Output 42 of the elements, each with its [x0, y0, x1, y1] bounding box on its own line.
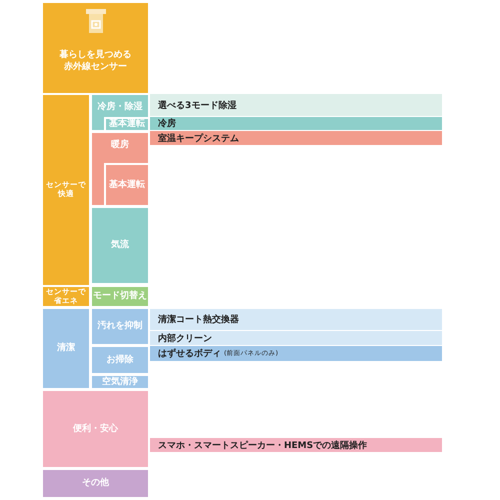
- category-text: 基本運転: [109, 178, 145, 192]
- category-panel: [43, 470, 148, 497]
- subcategory-panel: [104, 117, 148, 130]
- feature-bar: [150, 346, 442, 361]
- category-text: 汚れを抑制: [98, 320, 142, 333]
- subcategory-panel: [92, 309, 148, 344]
- subcategory-panel: [92, 376, 148, 388]
- category-text: 便利・安心: [73, 422, 118, 436]
- subcategory-panel: [92, 95, 148, 130]
- subcategory-panel: [92, 347, 148, 373]
- category-text: 暖房: [111, 139, 129, 152]
- category-text: モード切替え: [93, 290, 147, 303]
- category-panel: [43, 309, 89, 388]
- category-text: お掃除: [106, 354, 134, 366]
- category-panel: [43, 391, 148, 467]
- subcategory-panel: [104, 163, 148, 205]
- subcategory-panel: [92, 133, 148, 205]
- category-text: 気流: [111, 239, 129, 252]
- feature-text: 室温キープシステム: [158, 132, 239, 144]
- feature-text: スマホ・スマートスピーカー・HEMSでの遠隔操作: [158, 439, 368, 452]
- category-text: 冷房・除湿: [98, 101, 142, 114]
- feature-text: 冷房: [158, 117, 176, 130]
- subcategory-panel: [92, 208, 148, 283]
- feature-bar: [150, 309, 442, 330]
- category-text: 空気清浄: [102, 376, 138, 388]
- feature-bar: [150, 438, 442, 452]
- sensor-panel: [43, 3, 148, 93]
- subcategory-panel: [92, 287, 148, 306]
- category-text: 清潔: [57, 342, 75, 355]
- category-panel: [43, 95, 89, 285]
- feature-bar: [150, 131, 442, 145]
- feature-text: 清潔コート熱交換器: [158, 313, 239, 326]
- feature-text: 内部クリーン: [158, 332, 212, 344]
- feature-bar: [150, 331, 442, 345]
- category-text: その他: [82, 477, 109, 490]
- feature-bar: [150, 117, 442, 130]
- category-text: 暮らしを見つめる赤外線センサー: [58, 48, 132, 74]
- category-text: 基本運転: [109, 118, 145, 131]
- feature-text: はずせるボディ: [158, 347, 221, 360]
- feature-text: 選べる3モード除湿: [158, 100, 236, 112]
- feature-bar: [150, 94, 442, 116]
- category-panel: [43, 287, 89, 306]
